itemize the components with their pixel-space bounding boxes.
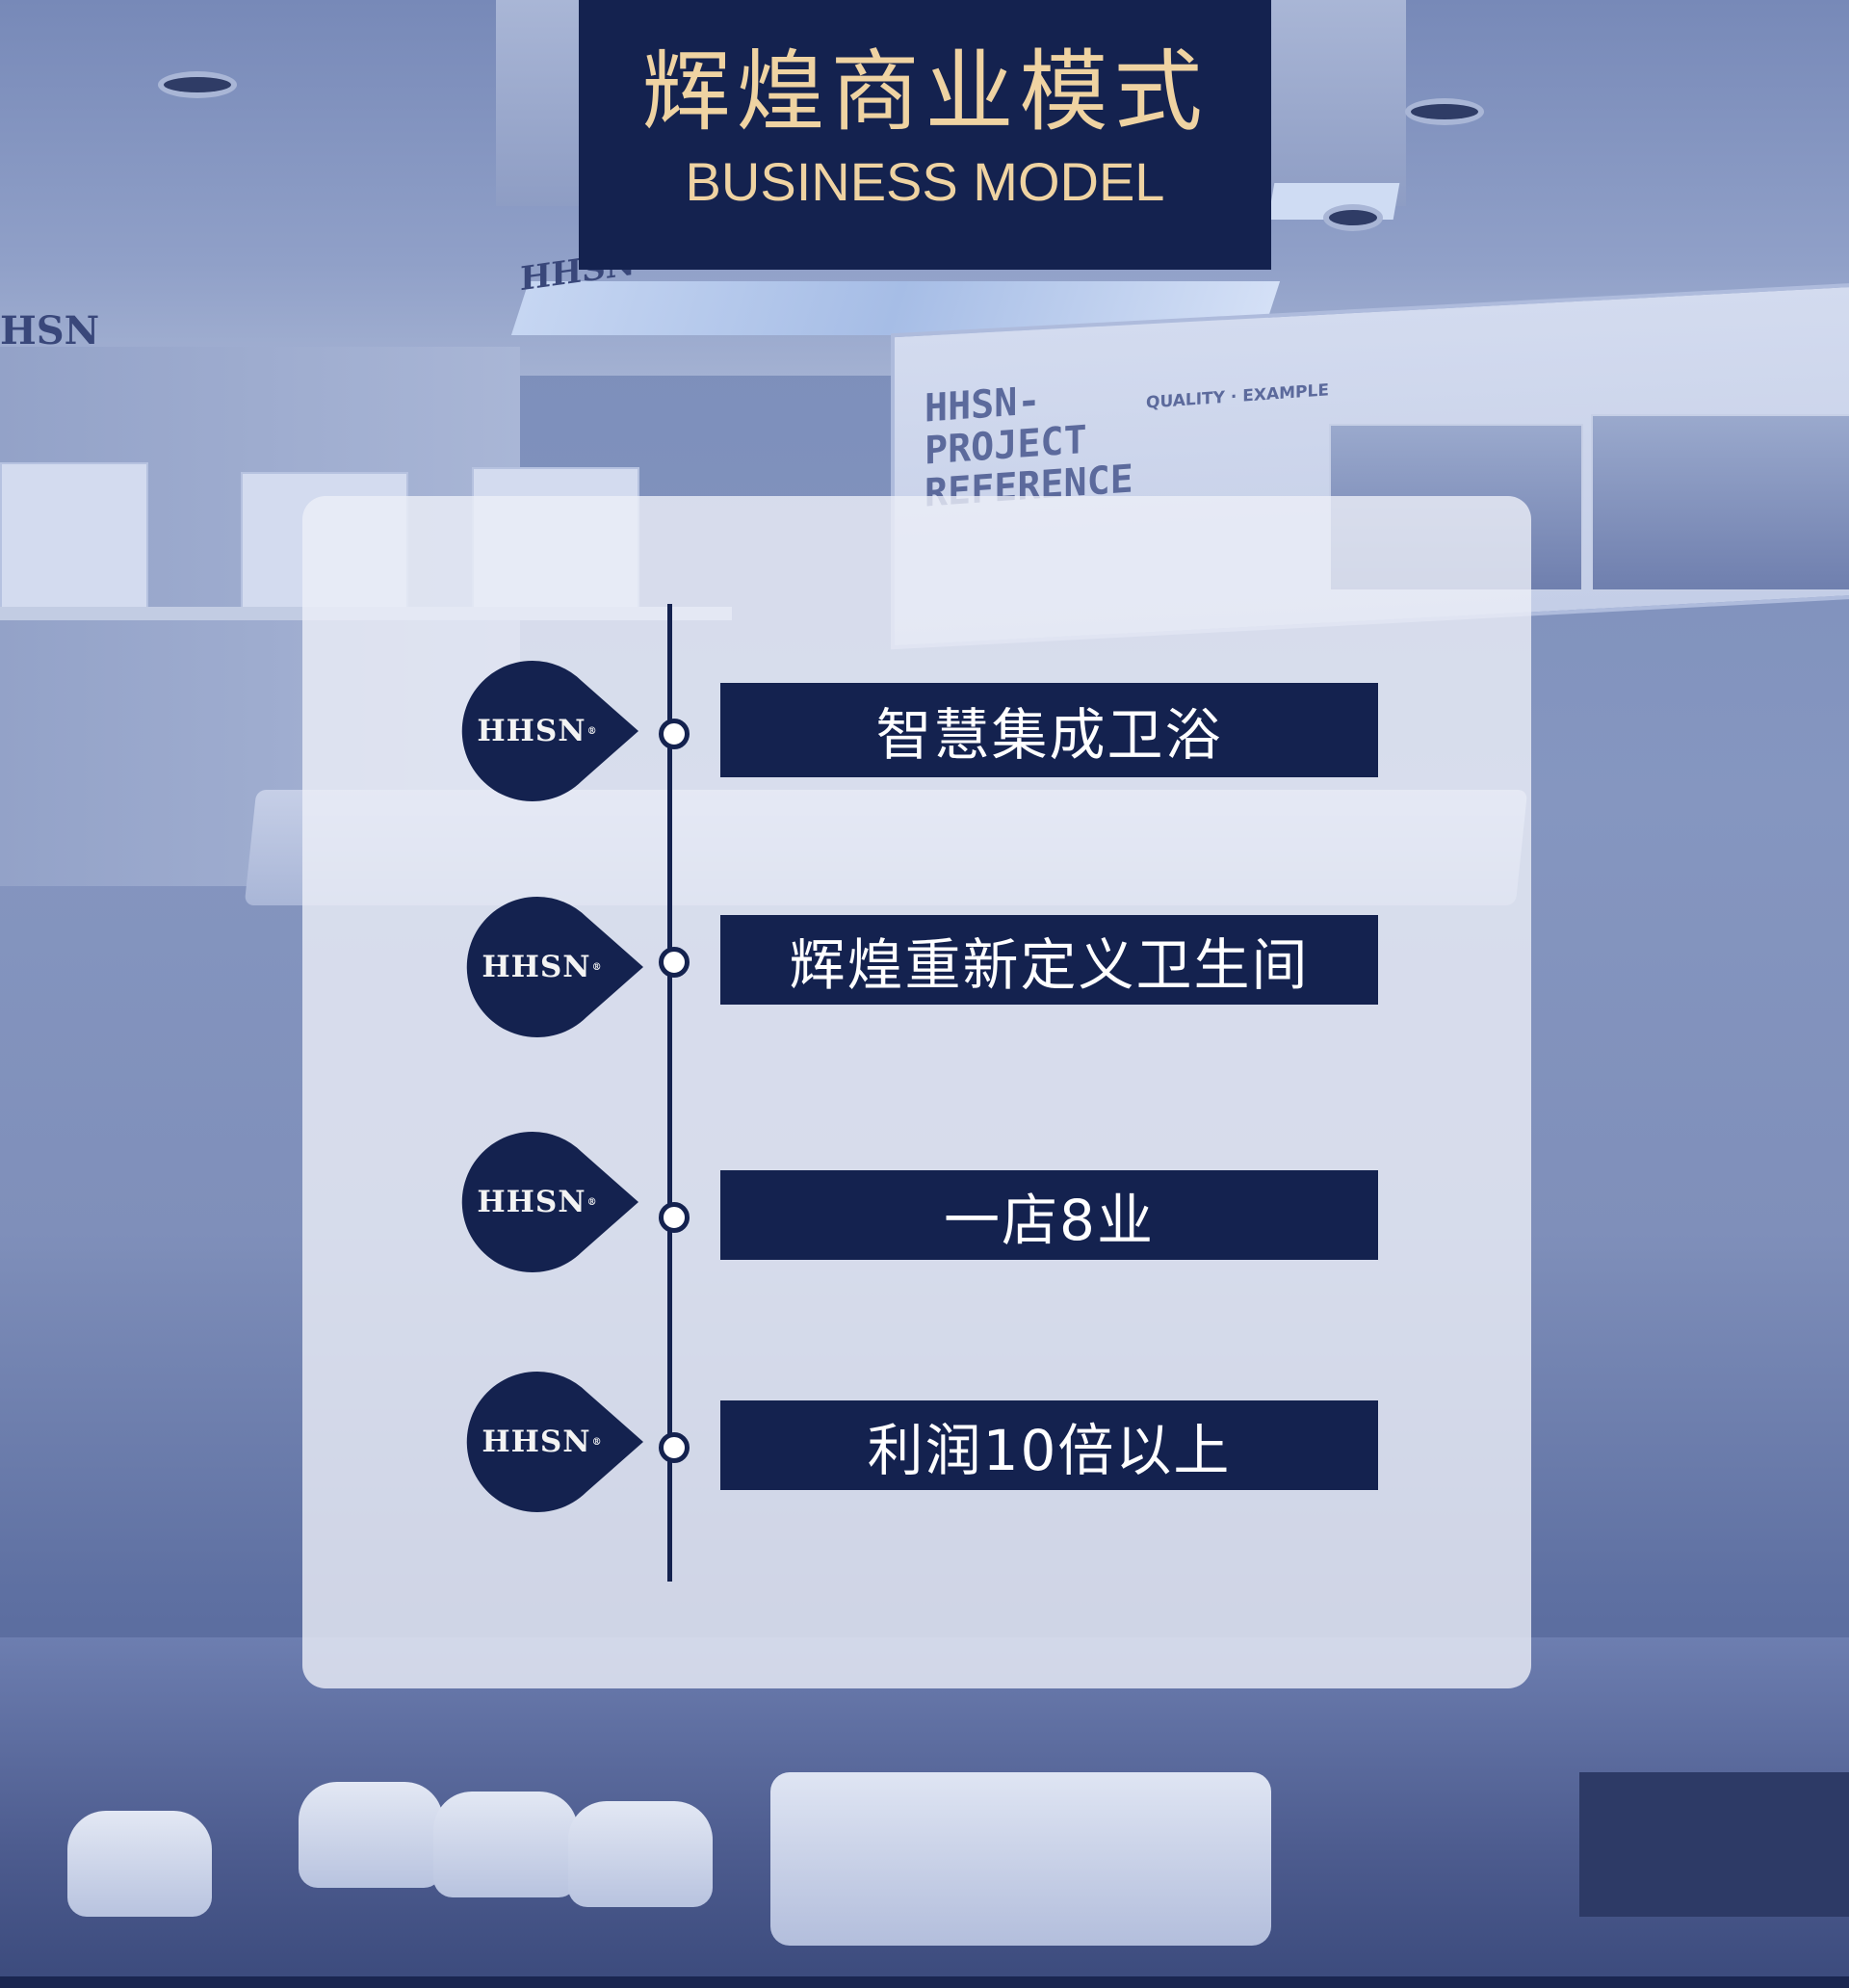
hhsn-badge-icon: HHSN®: [465, 895, 644, 1039]
badge-logo-text: HHSN: [477, 714, 586, 748]
title-block: 辉煌商业模式 BUSINESS MODEL: [579, 0, 1271, 270]
display-card: [0, 462, 148, 611]
bathtub-display: [770, 1772, 1271, 1946]
downlight: [1411, 104, 1478, 119]
timeline-node: [659, 719, 690, 749]
timeline-item-label: 利润10倍以上: [720, 1400, 1378, 1490]
badge-logo-text: HHSN: [482, 950, 591, 984]
badge-logo-text: HHSN: [482, 1425, 591, 1459]
vanity-cabinet: [1579, 1772, 1849, 1917]
hhsn-badge-icon: HHSN®: [465, 1370, 644, 1514]
timeline-line: [667, 604, 672, 1582]
billboard-photo: [1591, 414, 1849, 591]
badge-logo-text: HHSN: [477, 1185, 586, 1219]
billboard-title: HHSN- PROJECT REFERENCE: [924, 379, 1133, 516]
toilet-display: [568, 1801, 713, 1907]
page-title: 辉煌商业模式: [641, 40, 1209, 144]
timeline-item-label: 辉煌重新定义卫生间: [720, 915, 1378, 1005]
timeline-node: [659, 1432, 690, 1463]
hhsn-badge-icon: HHSN®: [460, 1130, 639, 1274]
page-subtitle: BUSINESS MODEL: [685, 151, 1165, 212]
downlight: [1329, 210, 1377, 225]
timeline-node: [659, 1202, 690, 1233]
timeline-item-label: 一店8业: [720, 1170, 1378, 1260]
toilet-display: [67, 1811, 212, 1917]
timeline-node: [659, 947, 690, 978]
hhsn-badge-icon: HHSN®: [460, 659, 639, 803]
timeline-item-label: 智慧集成卫浴: [720, 683, 1378, 777]
toilet-display: [299, 1782, 443, 1888]
downlight: [164, 77, 231, 92]
wall-logo-left: HSN: [0, 308, 100, 353]
toilet-display: [433, 1792, 578, 1897]
bottom-strip: [0, 1976, 1849, 1988]
